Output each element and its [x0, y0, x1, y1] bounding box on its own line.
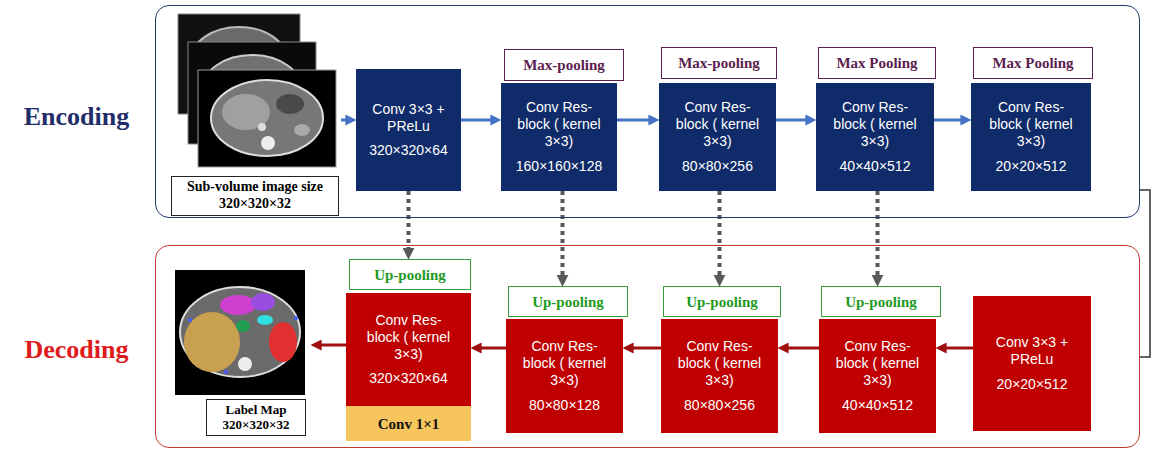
- block-label: Conv 3×3 + PReLu: [363, 101, 455, 135]
- panel-label: Encoding: [9, 101, 144, 132]
- block-size: 320×320×64: [363, 370, 455, 387]
- res-block: Conv Res-block ( kernel 3×3) 80×80×256: [661, 319, 778, 433]
- pooling-label: Up-pooling: [509, 293, 627, 311]
- res-block: Conv Res-block ( kernel 3×3) 320×320×64: [346, 293, 471, 406]
- label-organ: [251, 293, 275, 311]
- res-block: Conv Res-block ( kernel 3×3) 20×20×512: [971, 83, 1091, 191]
- block-size: 20×20×512: [986, 376, 1078, 393]
- block-label: Conv Res-block ( kernel 3×3): [363, 312, 455, 362]
- label-dot: [224, 370, 228, 374]
- block-size: 40×40×512: [829, 158, 921, 175]
- block-label: Conv Res-block ( kernel 3×3): [985, 99, 1077, 149]
- ct-stomach: [276, 94, 304, 114]
- pooling-label: Up-pooling: [350, 266, 470, 284]
- conv-block: Conv 3×3 + PReLu 320×320×64: [356, 69, 461, 191]
- label-spine: [238, 357, 252, 371]
- block-label: Conv 1×1: [346, 415, 471, 433]
- block-size: 160×160×128: [513, 158, 605, 175]
- pooling-header: Max-pooling: [504, 49, 624, 81]
- input-volume: Sub-volume image size 320×320×32: [169, 13, 341, 216]
- ct-aorta: [258, 123, 266, 131]
- label-map-frame: [175, 270, 305, 395]
- output-label-map: Label Map 320×320×32: [173, 266, 311, 436]
- label-dot: [294, 316, 298, 320]
- pooling-label: Up-pooling: [664, 293, 780, 311]
- label-stomach: [220, 295, 256, 315]
- label-liver: [184, 312, 240, 372]
- label-pancreas: [257, 315, 273, 325]
- image-caption: Sub-volume image size 320×320×32: [171, 176, 339, 216]
- res-block: Conv Res-block ( kernel 3×3) 80×80×128: [506, 319, 623, 433]
- block-label: Conv Res-block ( kernel 3×3): [519, 338, 611, 388]
- bracket-line: [1140, 190, 1150, 357]
- block-size: 80×80×256: [672, 158, 764, 175]
- ct-stack: [178, 14, 336, 167]
- encoder-arrow: [617, 119, 655, 122]
- uppooling-header: Up-pooling: [349, 259, 471, 290]
- res-block: Conv Res-block ( kernel 3×3) 40×40×512: [819, 319, 936, 433]
- encoder-arrow: [934, 119, 967, 122]
- block-size: 80×80×256: [674, 397, 766, 414]
- block-label: Conv Res-block ( kernel 3×3): [672, 99, 764, 149]
- pooling-header: Max Pooling: [973, 47, 1093, 79]
- pooling-label: Max-pooling: [505, 56, 623, 74]
- image-caption: Label Map 320×320×32: [206, 399, 306, 436]
- label-dot: [188, 318, 192, 322]
- pooling-label: Up-pooling: [822, 293, 940, 311]
- decoding-panel: DecodingLabel Map 320×320×32Up-poolingCo…: [155, 245, 1140, 448]
- ct-slice: [198, 70, 336, 167]
- decoder-arrow: [782, 347, 819, 350]
- pooling-label: Max Pooling: [819, 54, 935, 72]
- decoder-arrow: [627, 347, 661, 350]
- panel-label: Decoding: [9, 334, 144, 365]
- pooling-label: Max Pooling: [974, 54, 1092, 72]
- pooling-header: Max-pooling: [661, 47, 777, 79]
- conv1x1-box: Conv 1×1: [346, 406, 471, 441]
- ct-spine: [261, 136, 275, 150]
- uppooling-header: Up-pooling: [508, 286, 628, 317]
- block-label: Conv 3×3 + PReLu: [986, 334, 1078, 368]
- label-map-image: [175, 270, 305, 395]
- block-label: Conv Res-block ( kernel 3×3): [513, 99, 605, 149]
- decoder-arrow: [475, 347, 506, 350]
- block-size: 320×320×64: [363, 142, 455, 159]
- conv-block: Conv 3×3 + PReLu 20×20×512: [973, 296, 1091, 431]
- block-size: 20×20×512: [985, 158, 1077, 175]
- res-block: Conv Res-block ( kernel 3×3) 160×160×128: [501, 83, 617, 191]
- encoder-arrow: [341, 119, 352, 122]
- res-block: Conv Res-block ( kernel 3×3) 40×40×512: [816, 83, 934, 191]
- ct-liver: [222, 94, 270, 130]
- ct-kidney: [294, 124, 310, 136]
- block-label: Conv Res-block ( kernel 3×3): [674, 338, 766, 388]
- decoder-arrow: [940, 347, 973, 350]
- decoder-arrow: [315, 344, 346, 347]
- res-block: Conv Res-block ( kernel 3×3) 80×80×256: [659, 83, 776, 191]
- label-spleen: [269, 322, 297, 362]
- skip-connection: [561, 191, 565, 282]
- uppooling-header: Up-pooling: [663, 286, 781, 317]
- skip-connection: [718, 191, 722, 282]
- pooling-label: Max-pooling: [662, 54, 776, 72]
- encoder-arrow: [776, 119, 812, 122]
- skip-connection: [876, 191, 880, 282]
- block-label: Conv Res-block ( kernel 3×3): [832, 338, 924, 388]
- block-size: 40×40×512: [832, 397, 924, 414]
- block-label: Conv Res-block ( kernel 3×3): [829, 99, 921, 149]
- encoding-panel: EncodingSub-volume image size 320×320×32…: [155, 5, 1140, 218]
- block-size: 80×80×128: [519, 397, 611, 414]
- uppooling-header: Up-pooling: [821, 286, 941, 317]
- label-body: [180, 287, 300, 377]
- ct-body: [211, 80, 323, 156]
- encoder-arrow: [461, 119, 497, 122]
- label-organ: [236, 320, 250, 332]
- pooling-header: Max Pooling: [818, 47, 936, 79]
